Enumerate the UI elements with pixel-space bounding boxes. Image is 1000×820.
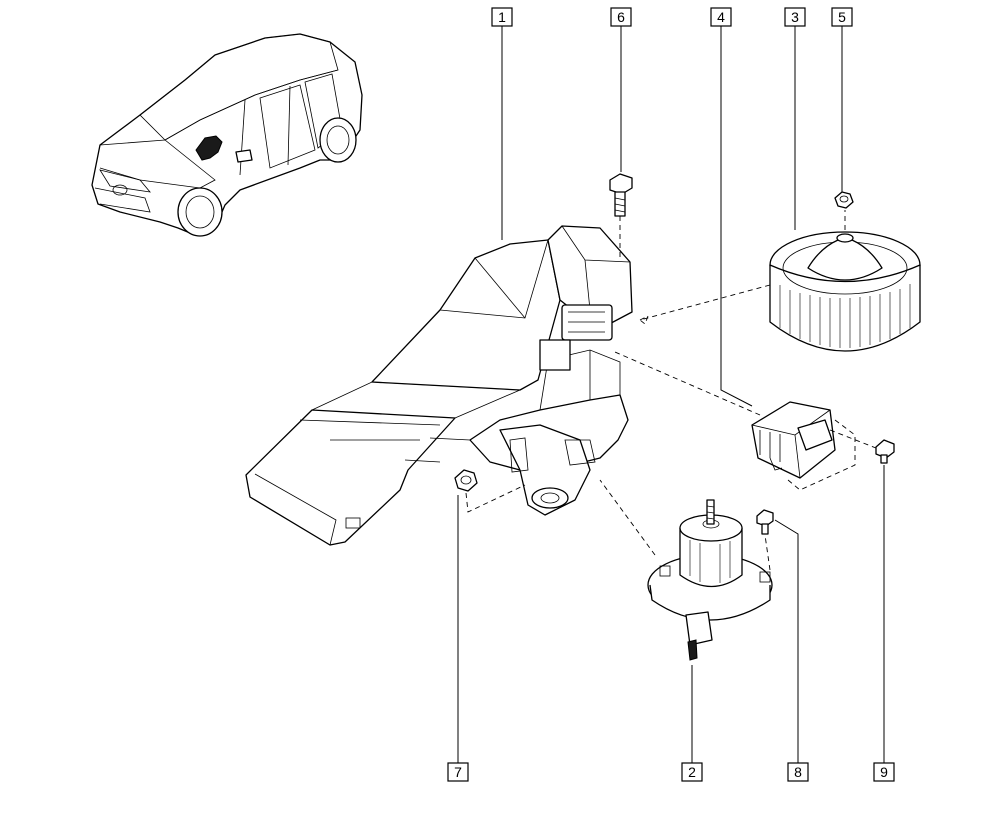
- component-location-highlight: [195, 135, 223, 161]
- callout-1: 1: [491, 7, 513, 27]
- blower-motor: [647, 499, 773, 661]
- callout-8-label: 8: [794, 764, 802, 780]
- housing-bolt: [609, 173, 633, 217]
- callout-1-label: 1: [498, 9, 506, 25]
- heater-blower-housing: [245, 225, 633, 546]
- callout-leaders: [457, 26, 885, 763]
- callout-6: 6: [610, 7, 632, 27]
- callout-9: 9: [873, 762, 895, 782]
- callout-7: 7: [447, 762, 469, 782]
- callout-2-label: 2: [688, 764, 696, 780]
- fan-retaining-nut: [834, 191, 854, 209]
- vehicle-location-illustration: [91, 33, 363, 237]
- callout-3: 3: [784, 7, 806, 27]
- callout-4-label: 4: [717, 9, 725, 25]
- callout-7-label: 7: [454, 764, 462, 780]
- callout-2: 2: [681, 762, 703, 782]
- callout-8: 8: [787, 762, 809, 782]
- resistor-screw: [875, 439, 895, 464]
- motor-screw: [756, 509, 774, 535]
- callout-3-label: 3: [791, 9, 799, 25]
- callout-6-label: 6: [617, 9, 625, 25]
- housing-nut: [454, 469, 478, 492]
- assembly-guide-lines: [465, 210, 877, 571]
- callout-5: 5: [831, 7, 853, 27]
- callout-4: 4: [710, 7, 732, 27]
- callout-9-label: 9: [880, 764, 888, 780]
- blower-resistor-module: [751, 401, 836, 479]
- blower-fan-wheel: [769, 231, 921, 352]
- callout-5-label: 5: [838, 9, 846, 25]
